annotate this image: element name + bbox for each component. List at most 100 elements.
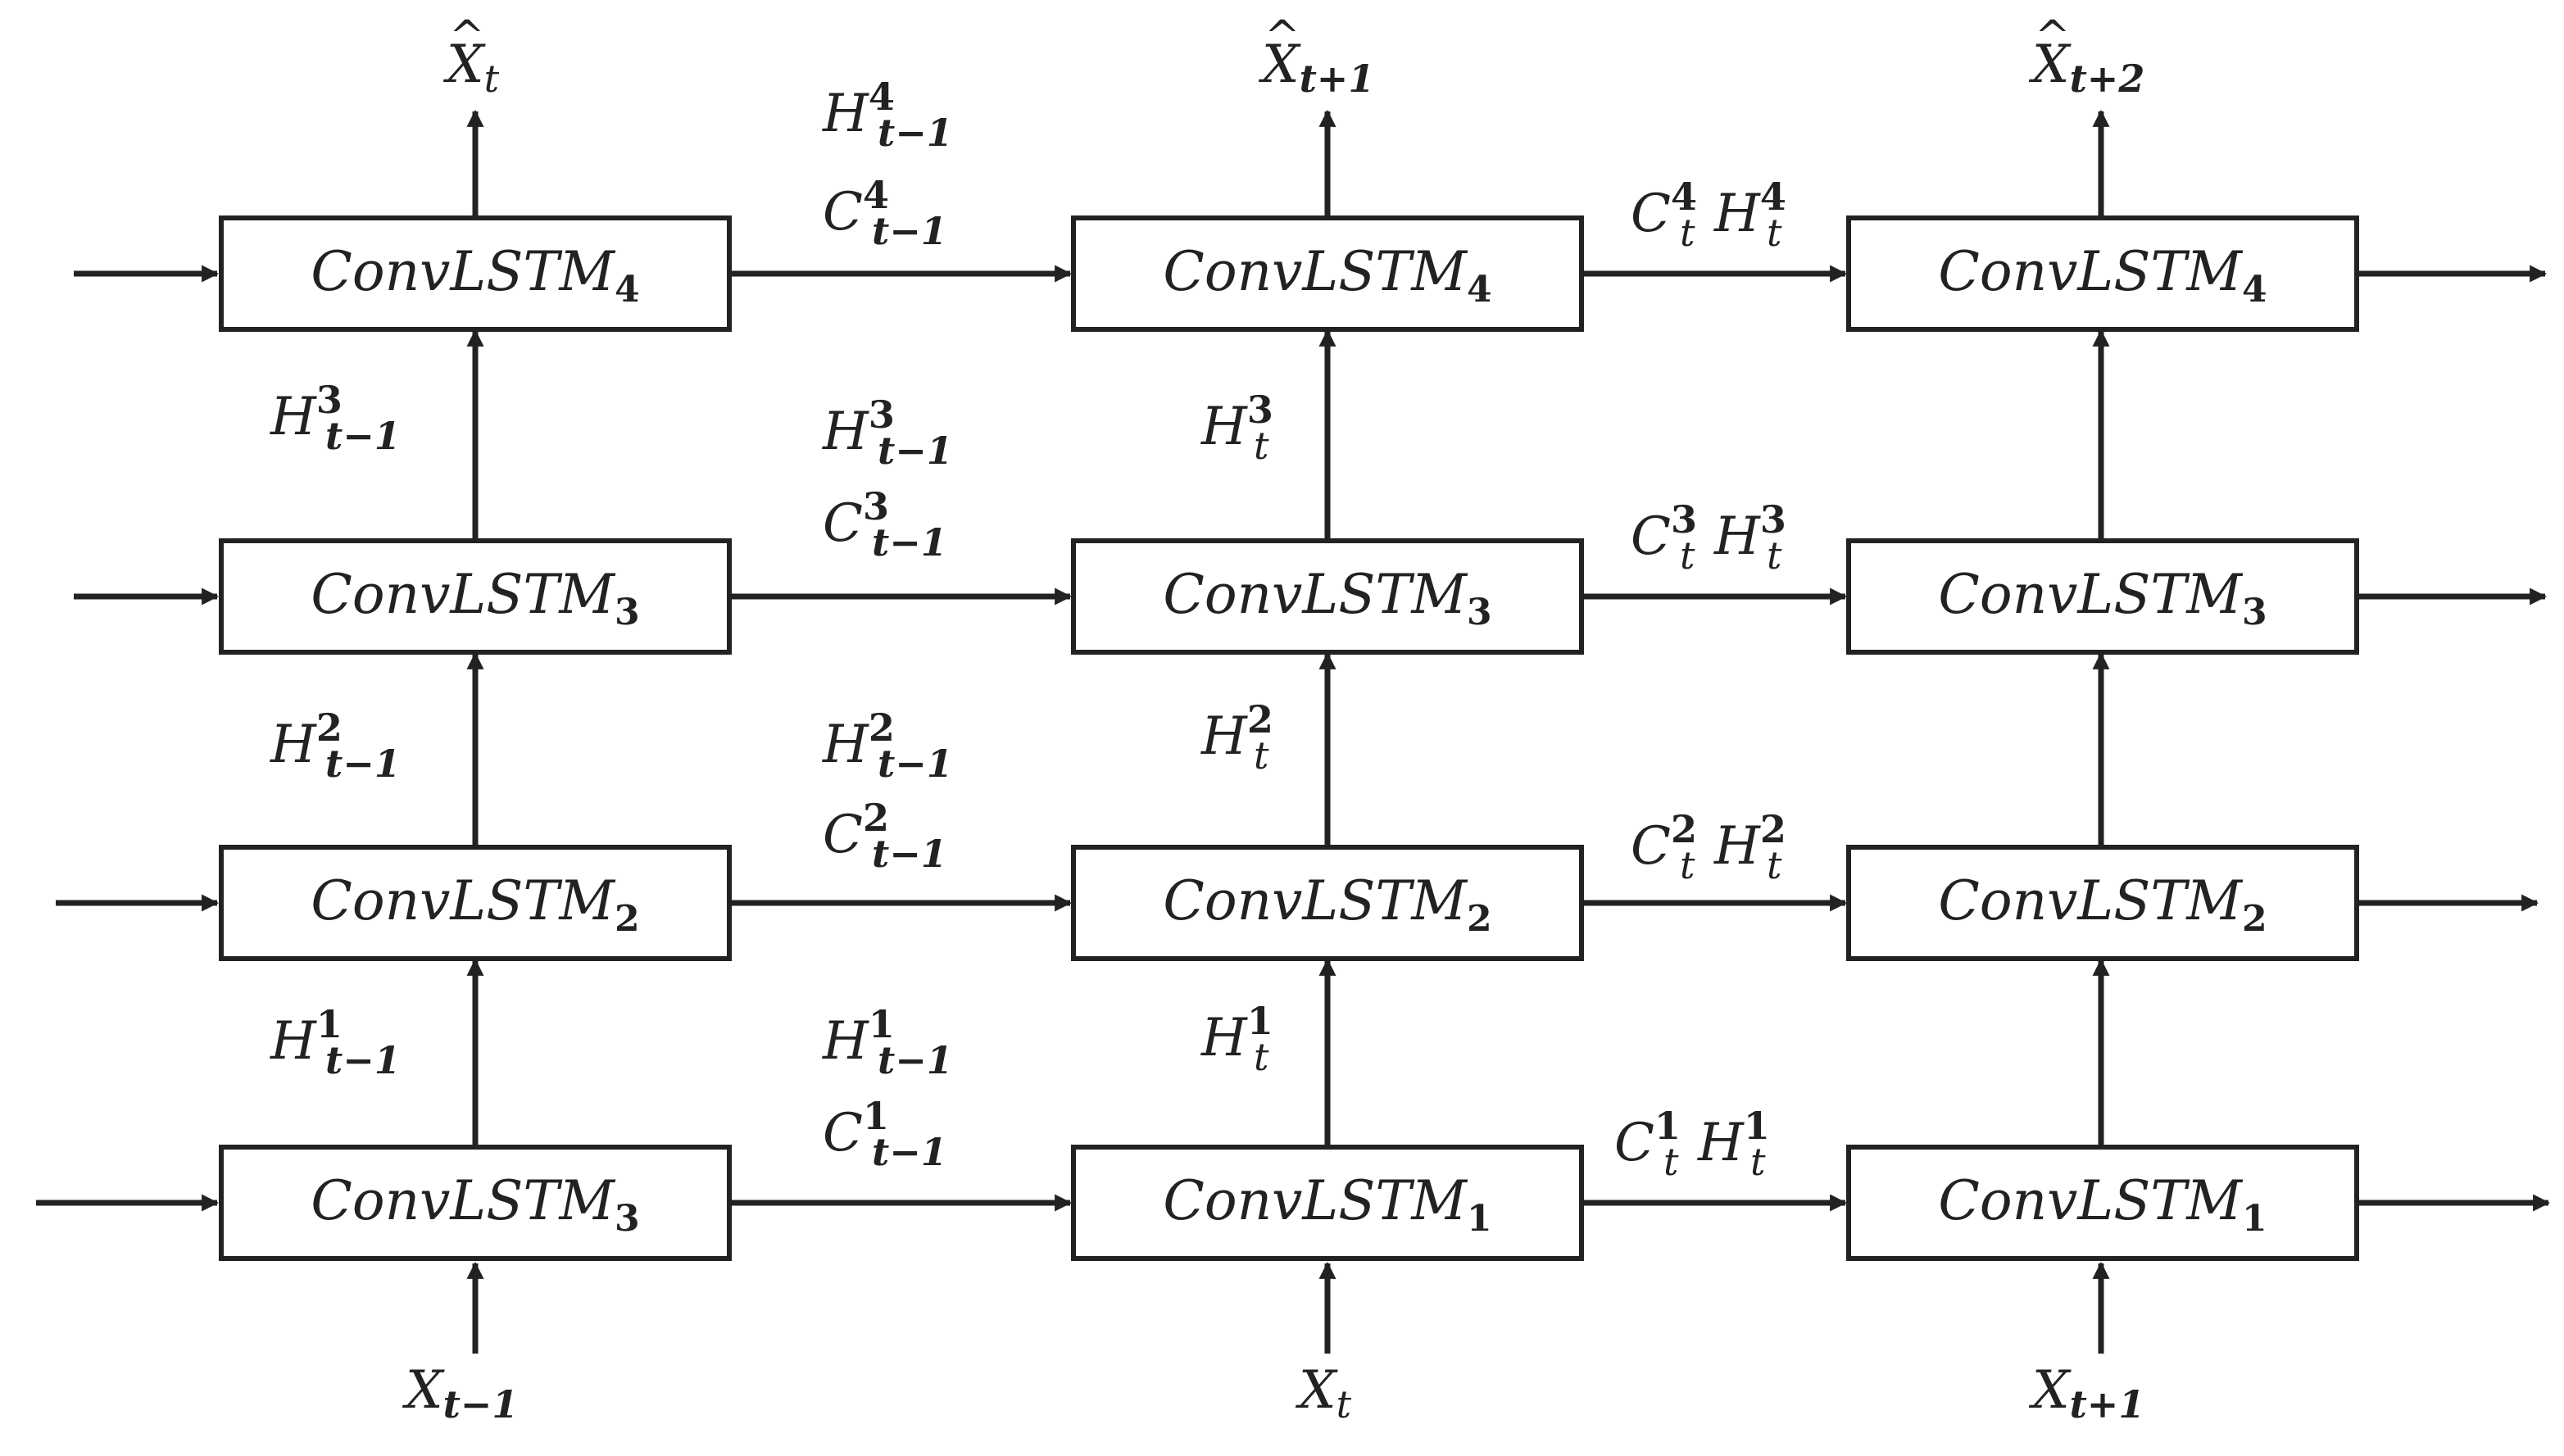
hlabel-base: C bbox=[823, 805, 863, 865]
svg-text:ConvLSTM3: ConvLSTM3 bbox=[311, 1169, 639, 1240]
hlabel-sub: t bbox=[1680, 843, 1695, 887]
output-label-3: Xt+2 bbox=[2028, 34, 2144, 101]
hlabel-sup: 4 bbox=[1671, 175, 1697, 219]
hlabel-sup: 2 bbox=[863, 796, 889, 840]
cell-label: ConvLSTM bbox=[311, 563, 615, 626]
vlabel-sub: t bbox=[1254, 424, 1269, 468]
svg-text:ConvLSTM4: ConvLSTM4 bbox=[1938, 240, 2267, 311]
svg-text:ConvLSTM3: ConvLSTM3 bbox=[1163, 563, 1491, 633]
hlabel-sup-2: 3 bbox=[1760, 497, 1786, 542]
svg-text:ConvLSTM2: ConvLSTM2 bbox=[311, 869, 639, 940]
output-subscript: t+1 bbox=[1300, 57, 1375, 101]
cell-subscript: 3 bbox=[1467, 592, 1492, 633]
output-hat-3: ^ bbox=[2035, 12, 2071, 61]
hlabel-sup-2: 2 bbox=[1760, 807, 1786, 851]
hlabel-base: H bbox=[822, 714, 869, 775]
vlabel-sup: 3 bbox=[316, 378, 343, 422]
hlabel-sub: t bbox=[1663, 1140, 1679, 1184]
input-base: X bbox=[2028, 1360, 2072, 1421]
output-base: X bbox=[2028, 34, 2072, 95]
input-base: X bbox=[402, 1360, 445, 1421]
cell-c3-r2: ConvLSTM2 bbox=[1846, 845, 2359, 961]
hlabel-sub: t−1 bbox=[878, 111, 953, 155]
vlabel-sub: t−1 bbox=[325, 742, 401, 786]
cell-label: ConvLSTM bbox=[1163, 869, 1468, 932]
vlabel-sup: 1 bbox=[316, 1002, 343, 1046]
horizontal-edges bbox=[36, 265, 2551, 1212]
hlabel-sub: t−1 bbox=[872, 520, 947, 565]
output-base: X bbox=[1258, 34, 1301, 95]
svg-text:ConvLSTM4: ConvLSTM4 bbox=[1163, 240, 1491, 311]
svg-text:ConvLSTM3: ConvLSTM3 bbox=[311, 563, 639, 633]
svg-text:ConvLSTM3: ConvLSTM3 bbox=[1938, 563, 2267, 633]
cell-label: ConvLSTM bbox=[1163, 240, 1468, 303]
cell-c3-r1: ConvLSTM1 bbox=[1846, 1145, 2359, 1261]
hlabel-sup: 1 bbox=[863, 1094, 889, 1138]
cell-c2-r4: ConvLSTM4 bbox=[1071, 215, 1584, 332]
cell-c1-r3: ConvLSTM3 bbox=[219, 538, 732, 655]
cell-c1-r2: ConvLSTM2 bbox=[219, 845, 732, 961]
input-base: X bbox=[1295, 1360, 1338, 1421]
hlabel-sup-2: 4 bbox=[1760, 175, 1786, 219]
hlabel-base-2: H bbox=[1713, 184, 1761, 244]
hlabel-sup: 1 bbox=[869, 1002, 895, 1046]
input-subscript: t bbox=[1336, 1382, 1352, 1427]
hlabel-sub: t−1 bbox=[872, 1130, 947, 1174]
cell-subscript: 4 bbox=[615, 269, 640, 311]
vlabel-sub: t bbox=[1254, 1035, 1269, 1079]
cell-subscript: 3 bbox=[615, 592, 640, 633]
hlabel-base: C bbox=[823, 1103, 863, 1163]
hlabel-sup: 3 bbox=[863, 484, 889, 528]
cell-subscript: 1 bbox=[2242, 1198, 2267, 1240]
vlabel-sup: 3 bbox=[1247, 388, 1273, 432]
cell-subscript: 3 bbox=[615, 1198, 640, 1240]
cell-c2-r2: ConvLSTM2 bbox=[1071, 845, 1584, 961]
cell-c3-r3: ConvLSTM3 bbox=[1846, 538, 2359, 655]
hlabel-sub: t−1 bbox=[878, 742, 953, 786]
hlabel-base: H bbox=[822, 84, 869, 144]
vlabel-sub: t−1 bbox=[325, 414, 401, 458]
hlabel-base-2: H bbox=[1713, 506, 1761, 567]
cell-label: ConvLSTM bbox=[1938, 563, 2243, 626]
hlabel-sup: 3 bbox=[869, 392, 895, 437]
cell-subscript: 1 bbox=[1467, 1198, 1492, 1240]
hlabel-base: C bbox=[823, 182, 863, 243]
cell-subscript: 3 bbox=[2242, 592, 2267, 633]
cell-c2-r1: ConvLSTM1 bbox=[1071, 1145, 1584, 1261]
hlabel-sup: 2 bbox=[869, 705, 895, 750]
input-label-1: Xt−1 bbox=[402, 1360, 518, 1427]
cell-c1-r1: ConvLSTM3 bbox=[219, 1145, 732, 1261]
svg-text:ConvLSTM2: ConvLSTM2 bbox=[1938, 869, 2267, 940]
cell-label: ConvLSTM bbox=[311, 1169, 615, 1232]
input-subscript: t−1 bbox=[443, 1382, 519, 1427]
output-base: X bbox=[442, 34, 486, 95]
hlabel-sup: 1 bbox=[1654, 1104, 1681, 1148]
hlabel-sub: t−1 bbox=[872, 832, 947, 876]
output-hat-2: ^ bbox=[1264, 12, 1300, 61]
input-label-2: Xt bbox=[1295, 1360, 1352, 1427]
hlabel-base: C bbox=[1631, 184, 1671, 244]
svg-text:ConvLSTM2: ConvLSTM2 bbox=[1163, 869, 1491, 940]
inputs: Xt−1 Xt Xt+1 bbox=[402, 1360, 2144, 1427]
cell-label: ConvLSTM bbox=[1938, 869, 2243, 932]
cell-c3-r4: ConvLSTM4 bbox=[1846, 215, 2359, 332]
vlabel-sup: 2 bbox=[316, 705, 343, 750]
cell-label: ConvLSTM bbox=[311, 240, 615, 303]
output-label-1: Xt bbox=[442, 34, 500, 101]
